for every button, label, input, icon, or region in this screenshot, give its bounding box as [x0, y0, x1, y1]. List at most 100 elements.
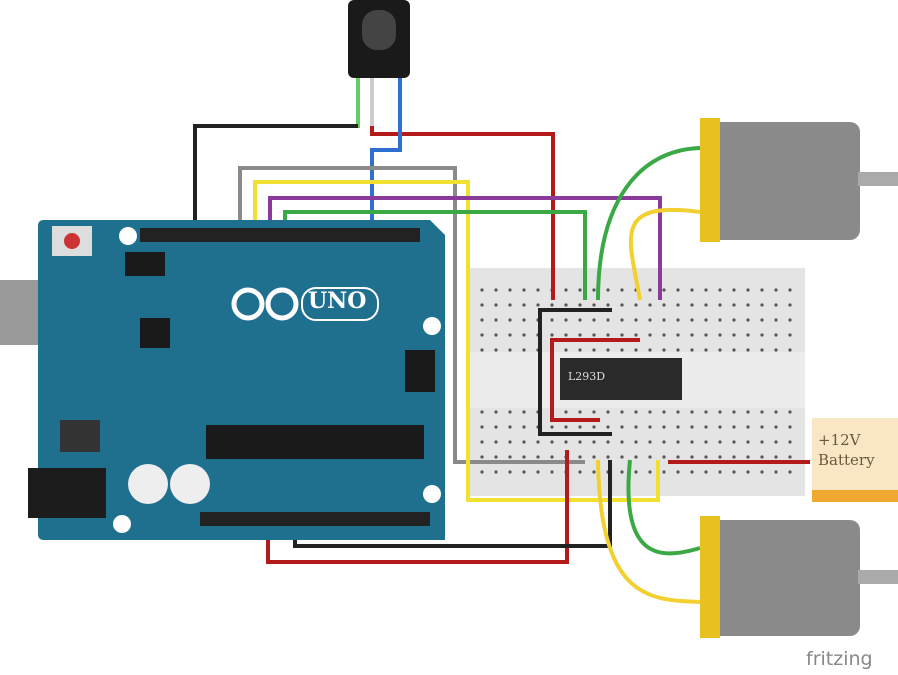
- battery: [812, 418, 898, 502]
- breadboard-hole: [480, 303, 484, 307]
- breadboard-hole: [508, 333, 512, 337]
- battery-stripe: [812, 490, 898, 502]
- dc-motor-top: [700, 118, 898, 242]
- breadboard-hole: [718, 425, 722, 429]
- breadboard-hole: [620, 318, 624, 322]
- breadboard-hole: [494, 425, 498, 429]
- breadboard-hole: [662, 410, 666, 414]
- breadboard-hole: [578, 348, 582, 352]
- breadboard-hole: [774, 440, 778, 444]
- breadboard-hole: [662, 425, 666, 429]
- breadboard-hole: [522, 318, 526, 322]
- breadboard-hole: [774, 455, 778, 459]
- breadboard-hole: [676, 440, 680, 444]
- breadboard-hole: [550, 425, 554, 429]
- breadboard-hole: [508, 410, 512, 414]
- breadboard-hole: [732, 455, 736, 459]
- breadboard-hole: [718, 455, 722, 459]
- breadboard-hole: [760, 440, 764, 444]
- breadboard-hole: [480, 425, 484, 429]
- ir-receiver-sensor: [348, 0, 410, 132]
- breadboard-hole: [634, 318, 638, 322]
- breadboard-hole: [690, 333, 694, 337]
- breadboard-hole: [774, 410, 778, 414]
- breadboard-hole: [718, 318, 722, 322]
- battery-label: +12V Battery: [818, 430, 896, 470]
- breadboard-hole: [662, 455, 666, 459]
- breadboard-hole: [550, 470, 554, 474]
- breadboard-hole: [732, 410, 736, 414]
- breadboard-hole: [578, 410, 582, 414]
- battery-voltage: +12V: [818, 431, 861, 449]
- breadboard-hole: [676, 425, 680, 429]
- breadboard-hole: [760, 455, 764, 459]
- breadboard-hole: [648, 318, 652, 322]
- l293d-chip: [560, 358, 682, 400]
- breadboard-hole: [746, 318, 750, 322]
- breadboard-hole: [774, 348, 778, 352]
- wires: [193, 78, 810, 604]
- breadboard-hole: [746, 333, 750, 337]
- breadboard-hole: [480, 410, 484, 414]
- breadboard-hole: [536, 455, 540, 459]
- breadboard-hole: [620, 425, 624, 429]
- breadboard-hole: [704, 425, 708, 429]
- breadboard-hole: [788, 348, 792, 352]
- breadboard-hole: [746, 440, 750, 444]
- breadboard-hole: [634, 455, 638, 459]
- breadboard-hole: [522, 288, 526, 292]
- breadboard-hole: [536, 288, 540, 292]
- arduino-logo: [231, 287, 299, 321]
- breadboard-hole: [676, 288, 680, 292]
- breadboard-hole: [662, 318, 666, 322]
- breadboard-hole: [522, 470, 526, 474]
- breadboard-hole: [620, 303, 624, 307]
- breadboard-hole: [536, 470, 540, 474]
- breadboard-hole: [746, 348, 750, 352]
- breadboard-hole: [760, 318, 764, 322]
- breadboard-hole: [774, 470, 778, 474]
- breadboard-hole: [690, 288, 694, 292]
- breadboard-hole: [662, 348, 666, 352]
- breadboard-hole: [592, 288, 596, 292]
- wire-red-chip: [550, 338, 640, 422]
- breadboard-hole: [676, 333, 680, 337]
- breadboard-hole: [648, 470, 652, 474]
- breadboard-hole: [718, 470, 722, 474]
- breadboard-hole: [606, 440, 610, 444]
- breadboard-hole: [564, 303, 568, 307]
- breadboard-hole: [774, 318, 778, 322]
- breadboard-hole: [620, 455, 624, 459]
- breadboard-hole: [634, 425, 638, 429]
- breadboard-hole: [662, 470, 666, 474]
- breadboard-hole: [564, 425, 568, 429]
- reset-button: [64, 233, 80, 249]
- breadboard-hole: [522, 455, 526, 459]
- breadboard-hole: [690, 303, 694, 307]
- wire-motor-top-yellow: [628, 207, 701, 301]
- breadboard-hole: [564, 288, 568, 292]
- wire-black-top: [193, 124, 358, 232]
- breadboard-hole: [522, 348, 526, 352]
- breadboard-hole: [788, 440, 792, 444]
- breadboard-hole: [620, 410, 624, 414]
- breadboard-hole: [676, 455, 680, 459]
- breadboard-hole: [662, 288, 666, 292]
- breadboard-hole: [760, 425, 764, 429]
- breadboard-hole: [634, 348, 638, 352]
- microcontroller-chip: [206, 425, 424, 459]
- breadboard-hole: [704, 318, 708, 322]
- breadboard-hole: [690, 470, 694, 474]
- breadboard-hole: [662, 303, 666, 307]
- breadboard-hole: [648, 455, 652, 459]
- breadboard-hole: [508, 455, 512, 459]
- breadboard-hole: [788, 333, 792, 337]
- breadboard-hole: [774, 288, 778, 292]
- breadboard-hole: [732, 288, 736, 292]
- breadboard-hole: [494, 455, 498, 459]
- wire-yellow: [253, 180, 660, 502]
- breadboard-hole: [732, 318, 736, 322]
- wire-motor-top-green: [596, 146, 701, 301]
- breadboard-hole: [592, 303, 596, 307]
- breadboard-hole: [732, 333, 736, 337]
